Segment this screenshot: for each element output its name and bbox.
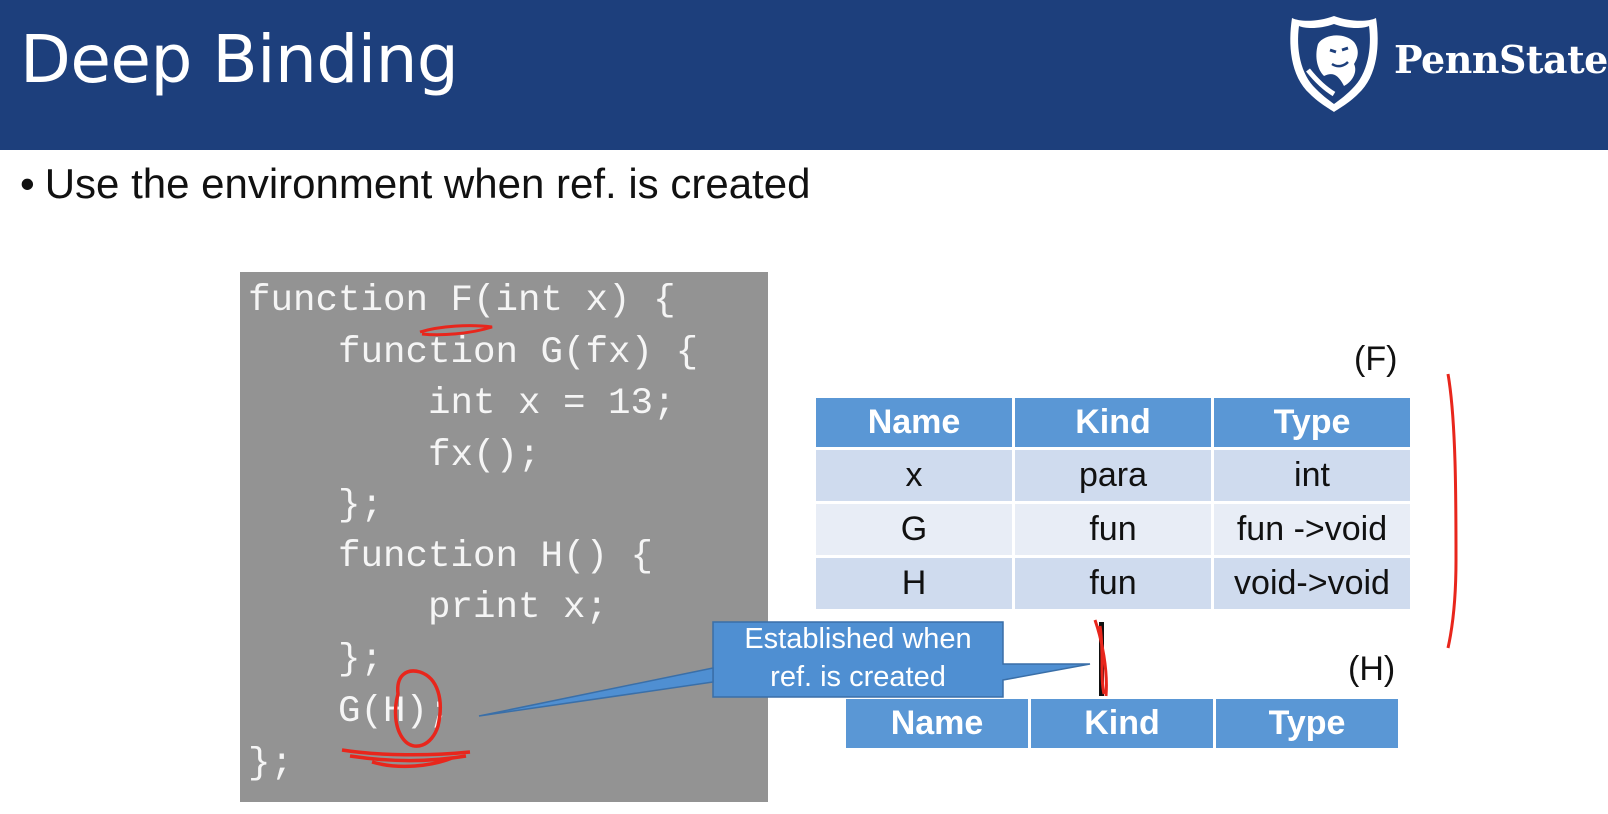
- column-header: Name: [816, 398, 1012, 447]
- column-header: Kind: [1031, 699, 1213, 748]
- callout-line: Established when: [744, 623, 972, 655]
- column-header: Kind: [1015, 398, 1211, 447]
- logo-wordmark: PennState: [1394, 37, 1608, 82]
- column-header: Name: [846, 699, 1028, 748]
- callout-line: ref. is created: [770, 661, 946, 693]
- table-cell: void->void: [1214, 558, 1410, 609]
- table-header-row: Name Kind Type: [816, 398, 1410, 447]
- bullet-dot-icon: •: [20, 160, 35, 207]
- slide-header: Deep Binding PennState: [0, 0, 1608, 150]
- table-cell: x: [816, 450, 1012, 501]
- code-line: };: [248, 743, 294, 785]
- code-line: print x;: [248, 587, 609, 629]
- symbol-table-h: Name Kind Type: [843, 696, 1401, 751]
- table-cell: fun: [1015, 558, 1211, 609]
- table-row: H fun void->void: [816, 558, 1410, 609]
- code-line: };: [248, 639, 384, 681]
- table-cell: para: [1015, 450, 1211, 501]
- nittany-lion-shield-icon: [1290, 16, 1378, 112]
- table-cell: H: [816, 558, 1012, 609]
- code-line: int x = 13;: [248, 383, 676, 425]
- pennstate-logo: PennState: [1288, 12, 1608, 112]
- code-line: function G(fx) {: [248, 332, 699, 374]
- bullet-point: •Use the environment when ref. is create…: [20, 158, 810, 210]
- callout-label: Established when ref. is created: [714, 620, 1002, 696]
- code-line: function H() {: [248, 536, 654, 578]
- code-line: function F(int x) {: [248, 280, 676, 322]
- code-line: };: [248, 485, 384, 527]
- symbol-table-f: Name Kind Type x para int G fun fun ->vo…: [813, 395, 1413, 612]
- table-header-row: Name Kind Type: [846, 699, 1398, 748]
- table-f-label: (F): [1354, 340, 1398, 378]
- code-block: function F(int x) { function G(fx) { int…: [240, 272, 768, 802]
- column-header: Type: [1214, 398, 1410, 447]
- table-cell: fun: [1015, 504, 1211, 555]
- table-h-label: (H): [1348, 650, 1396, 688]
- table-row: x para int: [816, 450, 1410, 501]
- slide-title: Deep Binding: [20, 21, 459, 98]
- code-line: fx();: [248, 435, 541, 477]
- table-row: G fun fun ->void: [816, 504, 1410, 555]
- table-cell: fun ->void: [1214, 504, 1410, 555]
- column-header: Type: [1216, 699, 1398, 748]
- table-cell: int: [1214, 450, 1410, 501]
- bullet-text: Use the environment when ref. is created: [44, 160, 811, 207]
- table-cell: G: [816, 504, 1012, 555]
